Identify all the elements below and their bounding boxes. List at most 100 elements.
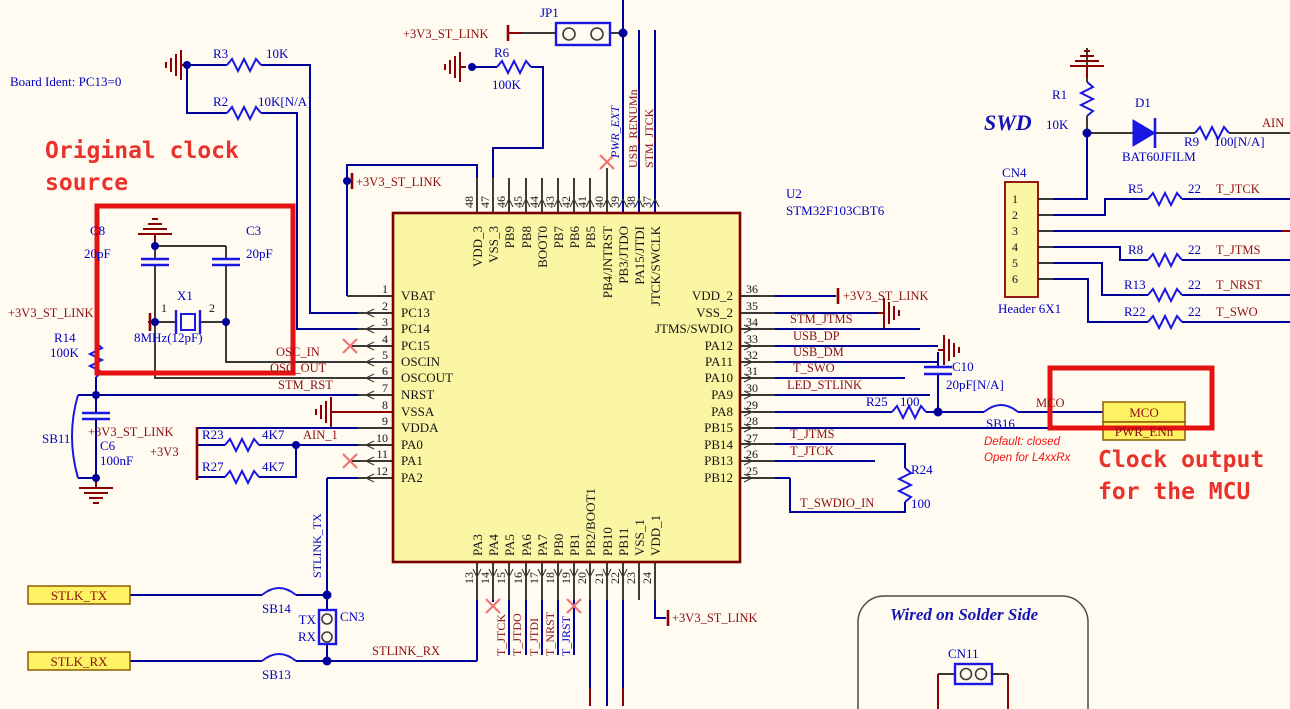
value-r6: 100K (492, 77, 522, 92)
solder-bridge-sb16 (983, 404, 1019, 413)
net-usb-dm: USB_DM (793, 345, 844, 359)
pin-number: 8 (382, 398, 388, 412)
pin-label: JTCK/SWCLK (648, 225, 663, 306)
pin-number: 41 (575, 196, 589, 208)
pin-number: 3 (1012, 224, 1018, 238)
ic-top-pins: 48 VDD_3 47 VSS_3 46 PB9 45 PB8 44 BOOT0… (462, 196, 663, 306)
pin-number: 7 (382, 381, 388, 395)
label-swd: SWD (984, 110, 1032, 135)
ref-r9: R9 (1184, 134, 1199, 149)
component-symbols (71, 21, 1230, 686)
pin-label: VDD_3 (470, 226, 485, 267)
value-x1: 8MHz(12pF) (134, 330, 203, 345)
pin-number: 34 (746, 315, 758, 329)
pin-number: 1 (1012, 192, 1018, 206)
resistor-r2 (226, 106, 262, 120)
power-flag-3v3-rail: +3V3_ST_LINK (88, 425, 174, 439)
value-r13: 22 (1188, 277, 1201, 292)
pin1-x1: 1 (161, 301, 167, 315)
pin-number: 13 (462, 572, 476, 584)
value-r23: 4K7 (262, 427, 285, 442)
ref-sb14: SB14 (262, 601, 291, 616)
pin-number: 4 (382, 332, 388, 346)
pin-number: 21 (592, 572, 606, 584)
pin-label: OSCIN (401, 354, 441, 369)
pin-label: PA0 (401, 437, 423, 452)
power-flag-3v3-vdd1: +3V3_ST_LINK (672, 611, 758, 625)
pin-label: VSSA (401, 404, 435, 419)
ref-sb16: SB16 (986, 416, 1015, 431)
pin-label: PA2 (401, 470, 423, 485)
solder-side-note-box (857, 595, 1089, 709)
pin-label: PB7 (551, 226, 566, 249)
connector-cn11-body (953, 662, 994, 686)
note-default-closed: Default: closed (984, 436, 1061, 448)
pin-label: VSS_3 (486, 226, 501, 263)
pin-number: 10 (376, 431, 388, 445)
net-t-jtdo-v: T_JTDO (510, 613, 524, 656)
ref-c3: C3 (246, 223, 261, 238)
connector-cn4-body (1004, 181, 1039, 298)
pin-label: PA5 (502, 534, 517, 556)
pin-number: 15 (494, 572, 508, 584)
net-t-swdio-in: T_SWDIO_IN (800, 496, 874, 510)
resistor-r13 (1147, 288, 1183, 302)
value-c10: 20pF[N/A] (946, 377, 1004, 392)
pin-label: PB1 (567, 534, 582, 556)
value-cn4: Header 6X1 (998, 301, 1061, 316)
pin-number: 27 (746, 431, 758, 445)
ic-left-pins: 1 VBAT 2 PC13 3 PC14 4 PC15 5 OSCIN 6 OS… (376, 282, 453, 485)
tag-stlk-rx (27, 651, 131, 671)
pin-number: 44 (527, 196, 541, 208)
pin-label: PA8 (711, 404, 733, 419)
crystal-x1-pins (174, 310, 202, 334)
pin-label: PB12 (704, 470, 733, 485)
value-r2: 10K[N/A] (258, 94, 311, 109)
net-t-jtck-v: T_JTCK (494, 614, 508, 656)
note-board-ident: Board Ident: PC13=0 (10, 74, 121, 89)
connector-cn3-body (317, 608, 338, 646)
ref-r14: R14 (54, 330, 76, 345)
pin-label: PB14 (704, 437, 733, 452)
power-flag-3v3: +3V3 (150, 445, 179, 459)
pin-label: PA7 (535, 534, 550, 556)
pin-number: 14 (478, 572, 492, 584)
solder-bridge-sb14 (261, 587, 297, 596)
ic-bottom-pins: 13 PA3 14 PA4 15 PA5 16 PA6 17 PA7 18 PB… (462, 488, 663, 584)
annotation-clock-output2: for the MCU (1098, 479, 1250, 505)
pin-label: PB6 (567, 226, 582, 249)
value-r5: 22 (1188, 181, 1201, 196)
pin-label: PA10 (705, 370, 733, 385)
pin-label: PB10 (600, 527, 615, 556)
net-t-jtms-cn4: T_JTMS (1216, 243, 1261, 257)
ref-c10: C10 (952, 359, 974, 374)
pin-label: PA1 (401, 453, 423, 468)
pin-number: 17 (527, 572, 541, 584)
ref-r24: R24 (911, 462, 933, 477)
net-osc-out: OSC_OUT (270, 361, 327, 375)
pin-number: 22 (608, 572, 622, 584)
ref-r25: R25 (866, 394, 888, 409)
pin-label: PA15/JTDI (632, 226, 647, 285)
pin-number: 3 (382, 315, 388, 329)
pin-number: 11 (376, 447, 388, 461)
capacitor-c6 (82, 411, 110, 421)
value-c8: 20pF (84, 246, 111, 261)
pin-label: PC15 (401, 338, 430, 353)
pin-number: 2 (382, 299, 388, 313)
pin-number: 1 (382, 282, 388, 296)
capacitor-c10 (924, 365, 952, 376)
resistor-r5 (1147, 192, 1183, 206)
resistor-r22 (1147, 315, 1183, 329)
pin-number: 26 (746, 447, 758, 461)
ref-r6: R6 (494, 45, 510, 60)
net-led-stlink: LED_STLINK (787, 378, 862, 392)
pin-label: PB4/JNTRST (600, 226, 615, 298)
pin-label: PB5 (583, 226, 598, 248)
pin-number: 31 (746, 364, 758, 378)
pin-label: PA3 (470, 534, 485, 556)
label-cn3-tx: TX (299, 612, 317, 627)
pin-number: 42 (559, 196, 573, 208)
tag-text-pwr-enn: PWR_ENn (1115, 424, 1174, 439)
resistor-r3 (226, 58, 262, 72)
